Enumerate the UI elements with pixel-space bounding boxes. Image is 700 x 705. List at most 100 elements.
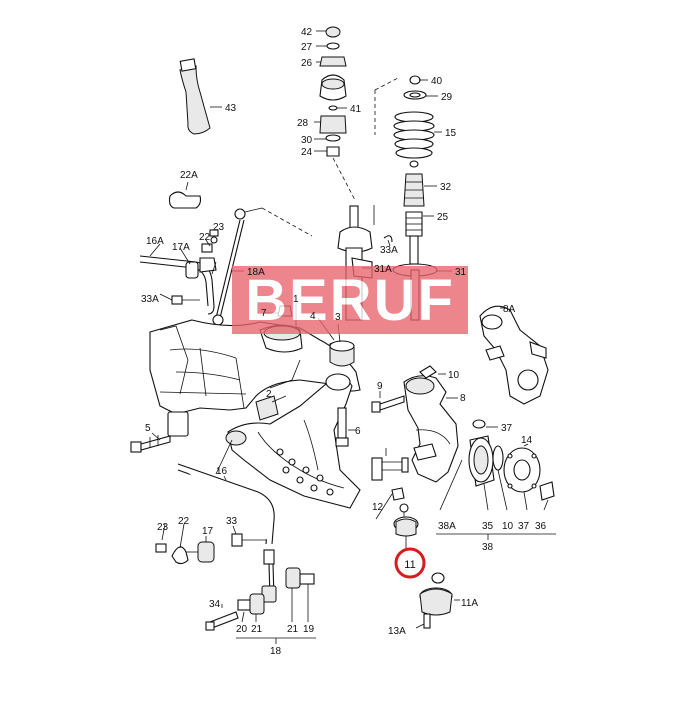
- callout-7: 7: [261, 308, 267, 319]
- washer-20: [237, 599, 251, 611]
- nut-24: [326, 146, 340, 157]
- nut-36: [539, 481, 555, 501]
- callout-10-top: 10: [448, 370, 460, 381]
- bushing-28: [319, 115, 347, 134]
- bearing-26: [319, 56, 347, 67]
- callout-36: 36: [535, 521, 547, 532]
- callout-32: 32: [440, 182, 452, 193]
- callout-29: 29: [441, 92, 453, 103]
- bushing-17A: [185, 261, 199, 279]
- callout-8A: 8A: [503, 304, 516, 315]
- steering-knuckle-8: [403, 365, 459, 483]
- callout-25: 25: [437, 212, 449, 223]
- watermark: BERUF: [232, 266, 468, 334]
- callout-15: 15: [445, 128, 457, 139]
- washer-30: [325, 134, 341, 142]
- callout-22-top: 22: [199, 232, 211, 243]
- ball-joint-11: [393, 503, 419, 548]
- bolt-22-23-top: [201, 229, 219, 253]
- bolt-assembly-12: [371, 448, 409, 501]
- strut-stack-leaders: [314, 30, 356, 201]
- grease-tube-43: [179, 58, 222, 135]
- callout-23-top: 23: [213, 222, 225, 233]
- subframe: [149, 319, 361, 437]
- stop-32-top: [409, 160, 419, 168]
- callout-41: 41: [350, 104, 362, 115]
- knuckle-8A: [479, 305, 549, 405]
- callout-14: 14: [521, 435, 533, 446]
- callout-26: 26: [301, 58, 313, 69]
- callout-27: 27: [301, 42, 313, 53]
- bushing-21a: [249, 593, 265, 615]
- lower-control-arm: [225, 340, 361, 509]
- callout-8: 8: [460, 393, 466, 404]
- clip-22-lower: [171, 546, 189, 565]
- callout-4: 4: [310, 311, 316, 322]
- callout-3: 3: [335, 312, 341, 323]
- callout-38A: 38A: [438, 521, 456, 532]
- strut-mount-stack: [319, 26, 347, 157]
- ball-joint-11A: [415, 572, 460, 629]
- callout-16: 16: [216, 466, 228, 477]
- bolt-9: [371, 391, 405, 413]
- callout-21-left: 21: [251, 624, 263, 635]
- anti-roll-bar-16A: [139, 255, 217, 315]
- callout-22A: 22A: [180, 170, 198, 181]
- bolt-6: [335, 407, 349, 447]
- callout-11A: 11A: [461, 598, 478, 609]
- bolt-5: [130, 435, 171, 453]
- washer-41: [328, 105, 338, 111]
- bolt-33: [231, 533, 243, 547]
- link-assembly-18: [205, 549, 316, 644]
- knuckle-leaders: [438, 307, 529, 447]
- wheel-bearing-38: [436, 419, 556, 540]
- callout-17: 17: [202, 526, 214, 537]
- cap-42: [325, 26, 341, 38]
- callouts: 42 27 26 40 29 43 41 28 15 30 24 32 22A …: [141, 27, 547, 657]
- nut-27: [326, 42, 340, 50]
- callout-43: 43: [225, 103, 237, 114]
- link-clip-22A: [168, 181, 202, 209]
- callout-30: 30: [301, 135, 313, 146]
- callout-28: 28: [297, 118, 309, 129]
- callout-10-bottom: 10: [502, 521, 514, 532]
- callout-12: 12: [372, 502, 384, 513]
- clamp-parts-row: [155, 533, 266, 565]
- highlight-marker: 11: [394, 547, 426, 579]
- nut-40: [409, 75, 421, 85]
- callout-17A: 17A: [172, 242, 190, 253]
- callout-37-top: 37: [501, 423, 513, 434]
- stabilizer-bar-16: [177, 463, 275, 545]
- callout-37-bottom: 37: [518, 521, 530, 532]
- callout-18A: 18A: [247, 267, 265, 278]
- callout-33A-top: 33A: [380, 245, 398, 256]
- callout-20: 20: [236, 624, 248, 635]
- callout-21-right: 21: [287, 624, 299, 635]
- callout-40: 40: [431, 76, 443, 87]
- callout-16A: 16A: [146, 236, 164, 247]
- bushing-17: [197, 541, 215, 563]
- callout-34: 34: [209, 599, 221, 610]
- callout-6: 6: [355, 426, 361, 437]
- bolt-37: [472, 419, 486, 429]
- callout-22-bottom: 22: [178, 516, 190, 527]
- bolt-23-lower: [155, 543, 167, 553]
- callout-33A-left: 33A: [141, 294, 159, 305]
- callout-5: 5: [145, 423, 151, 434]
- callout-31: 31: [455, 267, 467, 278]
- callout-2-top: 2: [266, 389, 272, 400]
- callout-1: 1: [293, 294, 299, 305]
- callout-35: 35: [482, 521, 494, 532]
- callout-19: 19: [303, 624, 315, 635]
- callout-33: 33: [226, 516, 238, 527]
- nut-19: [299, 573, 315, 585]
- callout-31A: 31A: [374, 264, 392, 275]
- ring-10: [492, 445, 504, 471]
- callout-23-bottom: 23: [157, 522, 169, 533]
- callout-9: 9: [377, 381, 383, 392]
- watermark-text: BERUF: [245, 268, 455, 333]
- callout-18: 18: [270, 646, 282, 657]
- callout-13A: 13A: [388, 626, 406, 637]
